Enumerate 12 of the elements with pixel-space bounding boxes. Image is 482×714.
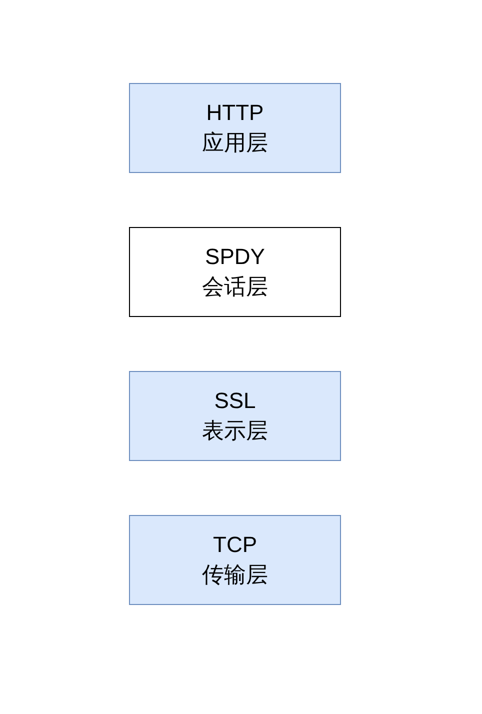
layer-box: [129, 227, 341, 317]
layer-box: [129, 83, 341, 173]
layer-name: 应用层: [202, 129, 268, 157]
protocol-name: SPDY: [205, 243, 265, 271]
protocol-name: SSL: [214, 387, 256, 415]
protocol-name: TCP: [213, 531, 257, 559]
layer-box: [129, 515, 341, 605]
layer-name: 表示层: [202, 417, 268, 445]
protocol-name: HTTP: [206, 99, 264, 127]
layer-name: 会话层: [202, 273, 268, 301]
layer-box: [129, 371, 341, 461]
layer-name: 传输层: [202, 561, 268, 589]
